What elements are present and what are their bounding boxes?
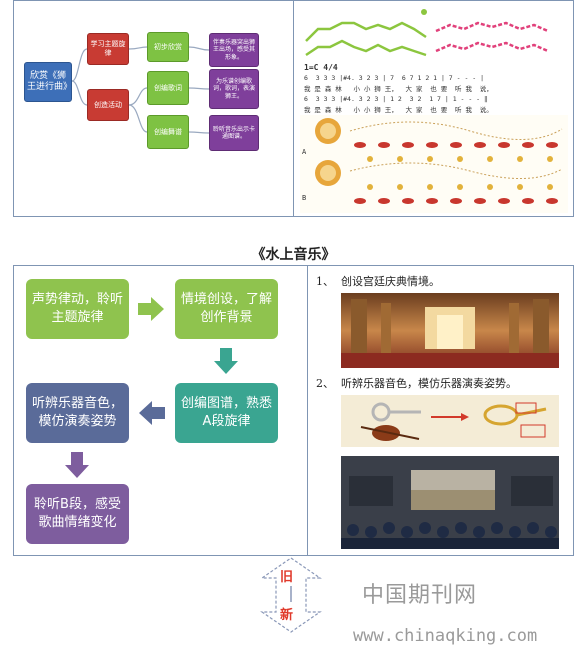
mindmap-leaf-2: 为乐谱创编歌词，歌词，表演狮王。 (209, 69, 259, 109)
score-line-2-notes: 6 3 3 3 |#4. 3 2 3 | 1 2 3 2 1 7 | 1 - -… (304, 95, 488, 103)
list-item-1-number: 1、 (316, 275, 334, 288)
arrow-right-icon (138, 297, 164, 321)
mindmap-leaf-3: 聆听音乐出示卡通图谱。 (209, 115, 259, 151)
bottom-panel: 声势律动，聆听主题旋律 情境创设，了解创作背景 创编图谱，熟悉A段旋律 听辨乐器… (13, 265, 574, 556)
part-mark-b: B (302, 194, 307, 202)
section-title: 《水上音乐》 (251, 247, 336, 263)
arrow-down-icon (65, 452, 89, 478)
dance-score-graphic (300, 115, 568, 213)
arrow-down-icon (214, 348, 238, 374)
flow-step-2: 情境创设，了解创作背景 (175, 279, 278, 339)
mindmap-connectors (71, 46, 210, 134)
classroom-image (341, 456, 559, 549)
bottom-panel-divider (307, 266, 308, 555)
mindmap-branch-create: 创造活动 (87, 89, 129, 121)
score-key-signature: 1=C 4/4 (304, 63, 338, 72)
old-new-legend-arrow (260, 557, 322, 633)
mindmap-leaf-1: 伴奏乐器突出狮王出场，感受其形象。 (209, 33, 259, 67)
flow-step-4: 听辨乐器音色，模仿演奏姿势 (26, 383, 129, 443)
part-mark-a: A (302, 148, 307, 156)
list-item-2-number: 2、 (316, 377, 334, 390)
palace-hall-image (341, 293, 559, 368)
top-panel: 欣赏《狮王进行曲》 学习主题旋律 创造活动 初步欣赏 创编歌词 创编舞谱 伴奏乐… (13, 0, 574, 217)
mindmap-node-lyrics: 创编歌词 (147, 71, 189, 105)
instruments-image (341, 395, 559, 447)
score-line-1-words: 我 是 森 林 小 小 狮 王， 大 家 也 要 听 我 说， (304, 85, 493, 93)
flow-step-3: 创编图谱，熟悉A段旋律 (175, 383, 278, 443)
top-panel-divider (293, 1, 294, 216)
watermark-url: www.chinaqking.com (353, 626, 538, 646)
arrow-left-icon (139, 401, 165, 425)
melody-contour-graphic (300, 7, 568, 65)
flow-step-5: 聆听B段，感受歌曲情绪变化 (26, 484, 129, 544)
list-item-2-text: 听辨乐器音色，模仿乐器演奏姿势。 (341, 377, 517, 390)
list-item-1-text: 创设宫廷庆典情境。 (341, 275, 440, 288)
legend-new-label: 新 (280, 608, 294, 623)
mindmap-branch-learn: 学习主题旋律 (87, 33, 129, 65)
mindmap-node-listen: 初步欣赏 (147, 32, 189, 62)
score-line-1-notes: 6 3 3 3 |#4. 3 2 3 | 7 6 7 1 2 1 | 7 - -… (304, 74, 485, 82)
mindmap-node-dance: 创编舞谱 (147, 115, 189, 149)
mindmap-center-node: 欣赏《狮王进行曲》 (24, 62, 72, 102)
flow-step-1: 声势律动，聆听主题旋律 (26, 279, 129, 339)
legend-old-label: 旧 (280, 570, 294, 585)
score-line-2-words: 我 是 森 林 小 小 狮 王， 大 家 也 要 听 我 说。 (304, 106, 493, 114)
watermark-name: 中国期刊网 (362, 583, 478, 608)
